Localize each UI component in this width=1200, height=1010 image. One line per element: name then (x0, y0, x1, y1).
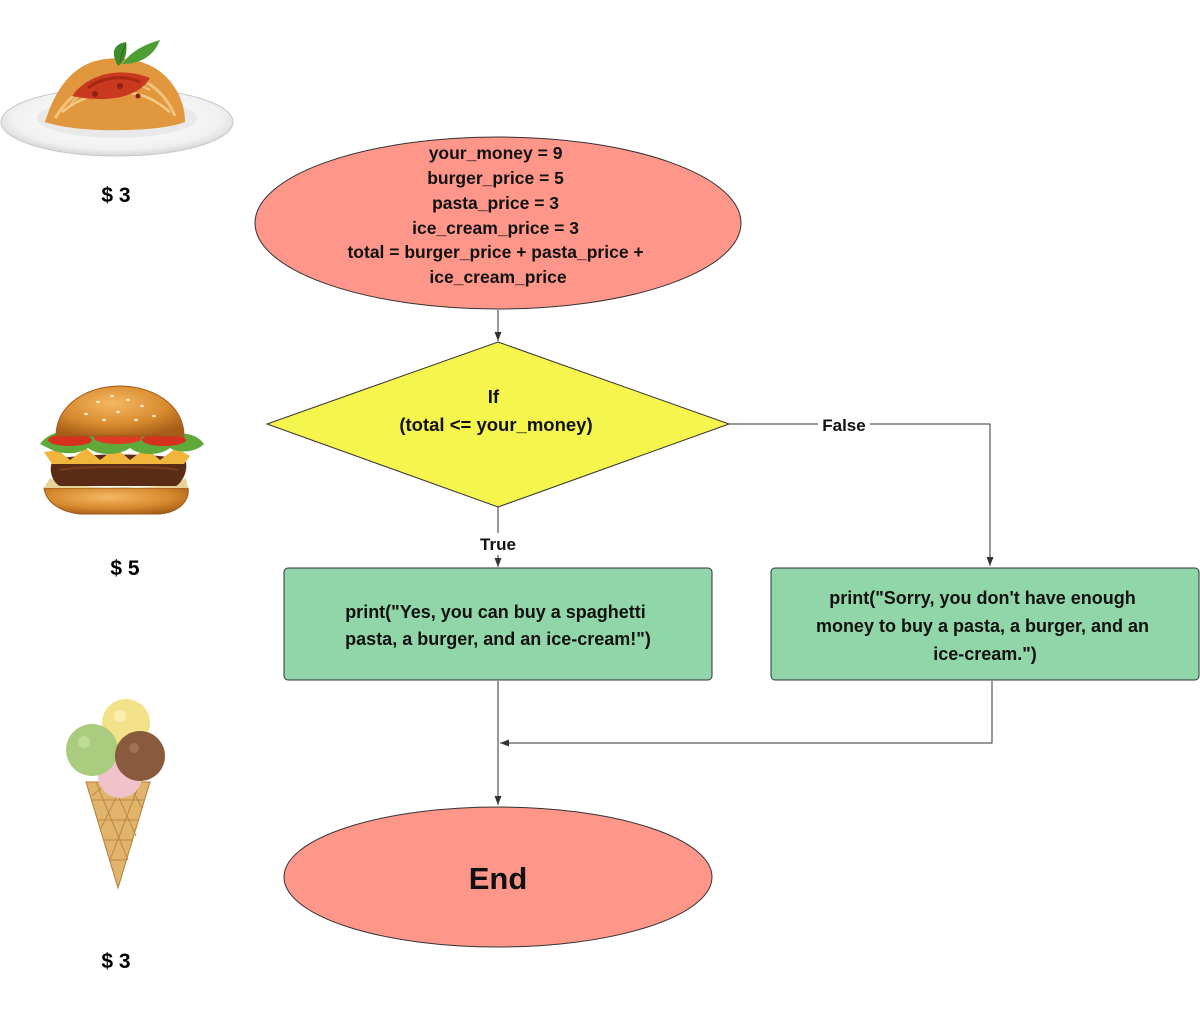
start-line-6: ice_cream_price (429, 267, 566, 287)
false-line-3: ice-cream.") (933, 644, 1037, 664)
price-label-spaghetti: $ 3 (101, 184, 130, 207)
svg-text:If (total <= your_money): If (total <= your_money) (399, 386, 592, 435)
edge-label-false: False (822, 416, 865, 435)
false-line-2: money to buy a pasta, a burger, and an (816, 616, 1149, 636)
svg-text:print("Sorry, you don't have e: print("Sorry, you don't have enough mone… (816, 588, 1154, 664)
svg-text:print("Yes, you can buy a spag: print("Yes, you can buy a spaghetti past… (345, 602, 651, 649)
start-line-1: your_money = 9 (429, 143, 563, 163)
end-node: End (283, 806, 713, 948)
ice-cream-cone-icon (66, 699, 165, 890)
decision-line-2: (total <= your_money) (399, 414, 592, 435)
true-line-1: print("Yes, you can buy a spaghetti (345, 602, 646, 622)
false-process-box: print("Sorry, you don't have enough mone… (770, 567, 1200, 681)
edge-label-true: True (480, 535, 516, 554)
decision-line-1: If (488, 386, 500, 407)
edge-decision-to-false (729, 423, 994, 566)
price-label-ice-cream: $ 3 (101, 950, 130, 973)
true-process-box: print("Yes, you can buy a spaghetti past… (283, 567, 713, 681)
start-line-5: total = burger_price + pasta_price + (347, 242, 643, 262)
svg-text:your_money = 9 burger_pr: your_money = 9 burger_price = 5 pasta_pr… (347, 143, 648, 287)
start-line-2: burger_price = 5 (427, 168, 564, 188)
edge-false-to-merge (500, 681, 993, 747)
end-label: End (469, 861, 528, 896)
decision-node: If (total <= your_money) (265, 341, 731, 508)
spaghetti-plate-icon (0, 40, 234, 157)
burger-icon (40, 385, 204, 515)
false-line-1: print("Sorry, you don't have enough (829, 588, 1135, 608)
start-line-3: pasta_price = 3 (432, 193, 559, 213)
start-line-4: ice_cream_price = 3 (412, 218, 579, 238)
start-node: your_money = 9 burger_price = 5 pasta_pr… (254, 136, 742, 310)
price-label-burger: $ 5 (110, 557, 140, 580)
true-line-2: pasta, a burger, and an ice-cream!") (345, 629, 651, 649)
